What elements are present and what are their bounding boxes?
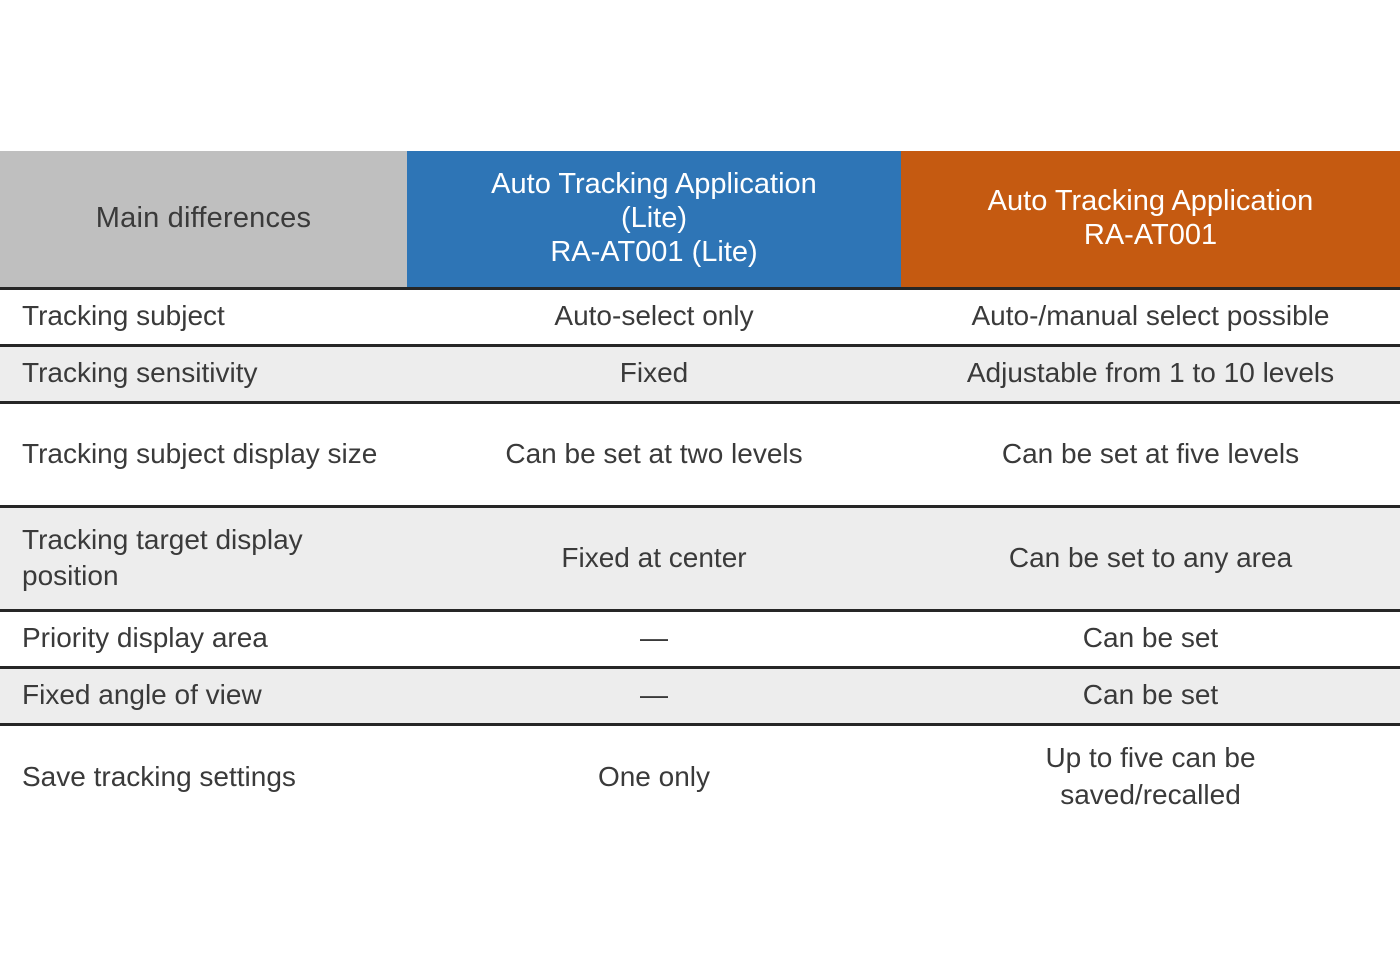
feature-comparison-table: Main differences Auto Tracking Applicati…: [0, 151, 1400, 828]
full-value: Can be set: [1082, 622, 1219, 654]
lite-value: —: [640, 679, 668, 711]
feature-label: Tracking sensitivity: [22, 357, 258, 389]
full-value: Can be set at five levels: [1001, 437, 1300, 469]
column-header-lite-line3: RA-AT001 (Lite): [550, 235, 758, 268]
full-value: Can be set to any area: [1008, 541, 1293, 573]
feature-label: Tracking subject display size: [22, 437, 378, 469]
column-header-lite: Auto Tracking Application (Lite) RA-AT00…: [407, 151, 901, 288]
column-header-lite-line2: (Lite): [620, 201, 688, 234]
table-row: Tracking target display position Fixed a…: [0, 506, 1400, 610]
table-row: Tracking sensitivity Fixed Adjustable fr…: [0, 345, 1400, 402]
table-row: Tracking subject Auto-select only Auto-/…: [0, 288, 1400, 345]
full-value: Adjustable from 1 to 10 levels: [966, 357, 1335, 389]
column-header-full-line1: Auto Tracking Application: [987, 184, 1314, 217]
table-row: Save tracking settings One only Up to fi…: [0, 724, 1400, 828]
header-row: Main differences Auto Tracking Applicati…: [0, 151, 1400, 288]
column-header-lite-line1: Auto Tracking Application: [491, 167, 817, 200]
lite-value: Fixed: [619, 357, 689, 389]
lite-value: Can be set at two levels: [505, 437, 803, 469]
full-value: Auto-/manual select possible: [971, 300, 1330, 332]
table-row: Fixed angle of view — Can be set: [0, 667, 1400, 724]
feature-label: Priority display area: [22, 622, 268, 654]
table-body: Tracking subject Auto-select only Auto-/…: [0, 288, 1400, 828]
full-value-line1: Up to five can be: [1045, 742, 1256, 774]
lite-value: One only: [597, 760, 711, 792]
table-header: Main differences Auto Tracking Applicati…: [0, 151, 1400, 288]
column-header-main-differences: Main differences: [0, 151, 407, 288]
full-value: Can be set: [1082, 679, 1219, 711]
feature-label: Save tracking settings: [22, 760, 296, 792]
feature-label: Tracking target display position: [22, 523, 303, 591]
lite-value: Fixed at center: [561, 541, 747, 573]
column-header-full: Auto Tracking Application RA-AT001: [901, 151, 1400, 288]
lite-value: Auto-select only: [554, 300, 754, 332]
full-value-line2: saved/recalled: [1060, 778, 1241, 810]
feature-label: Tracking subject: [22, 300, 225, 332]
table-row: Priority display area — Can be set: [0, 610, 1400, 667]
feature-label: Fixed angle of view: [22, 679, 262, 711]
column-header-full-line2: RA-AT001: [1083, 218, 1218, 251]
full-value: Up to five can be saved/recalled: [901, 724, 1400, 828]
table-row: Tracking subject display size Can be set…: [0, 402, 1400, 506]
lite-value: —: [640, 622, 668, 654]
